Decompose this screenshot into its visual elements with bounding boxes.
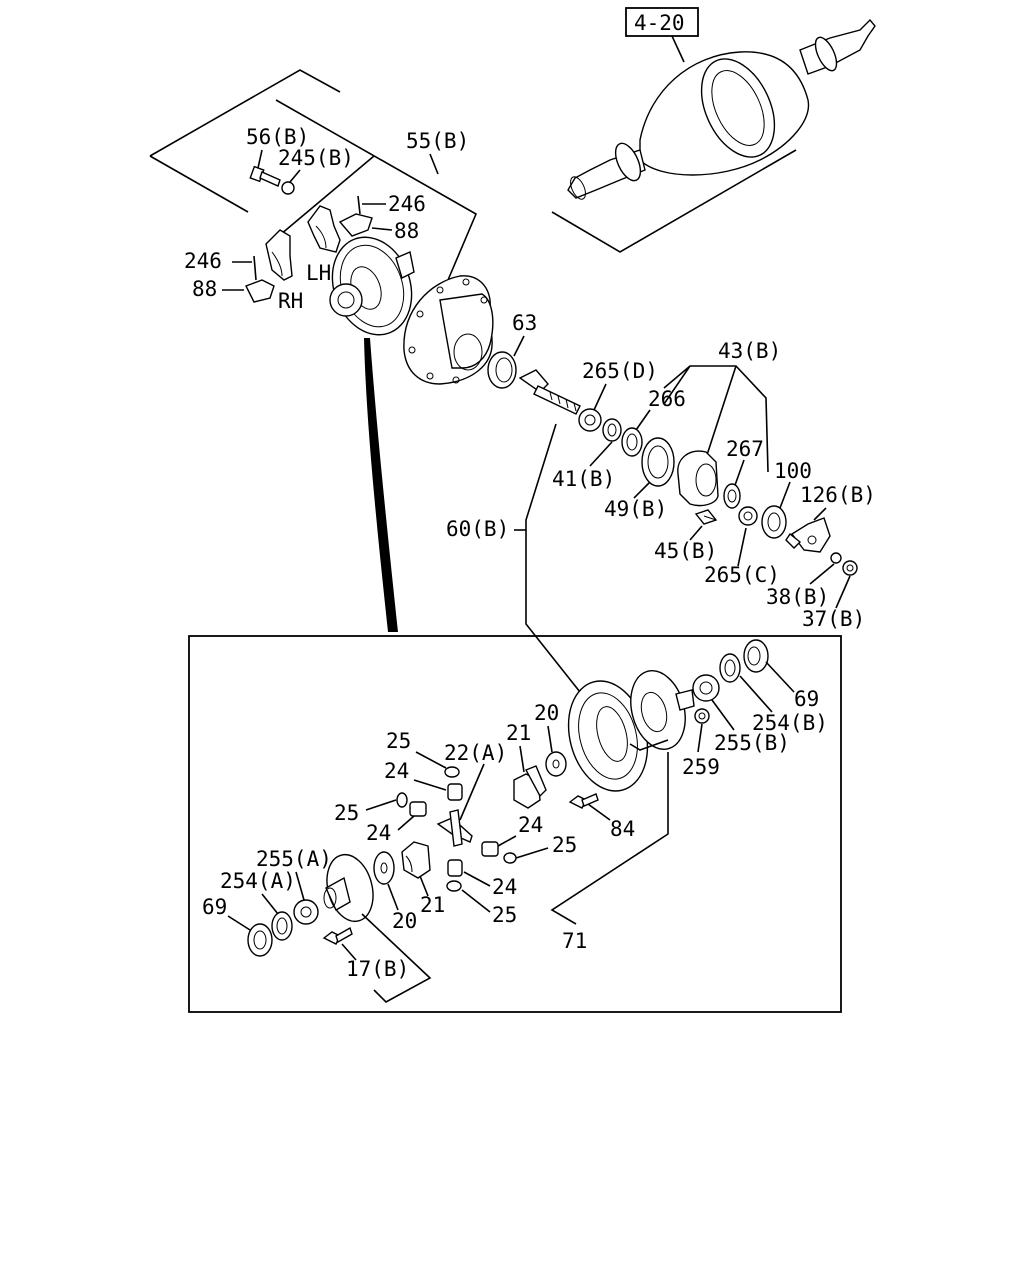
seal-267 <box>723 483 741 509</box>
callout-254B: 254(B) <box>752 711 828 735</box>
callout-265C: 265(C) <box>704 563 780 587</box>
bolt-17b <box>322 926 353 945</box>
callout-25-b: 25 <box>334 801 359 825</box>
bolt-84 <box>568 793 599 809</box>
callout-255A: 255(A) <box>256 847 332 871</box>
callout-24-d: 24 <box>492 875 517 899</box>
callout-37B: 37(B) <box>802 607 865 631</box>
bearing-63 <box>487 351 517 389</box>
callout-41B: 41(B) <box>552 467 615 491</box>
reference-box <box>625 7 699 37</box>
callout-88-lower: 88 <box>192 277 217 301</box>
callout-88-upper: 88 <box>394 219 419 243</box>
callout-24-b: 24 <box>366 821 391 845</box>
lock-nut-265d <box>578 408 602 432</box>
reference-box-label: 4-20 <box>634 11 685 35</box>
axle-housing <box>551 18 876 253</box>
bearing-69-right <box>743 639 769 673</box>
connector-band <box>364 338 398 632</box>
nut-259 <box>694 708 710 724</box>
callout-21-lower: 21 <box>420 893 445 917</box>
differential-carrier <box>403 275 494 385</box>
callout-17B: 17(B) <box>346 957 409 981</box>
bolt-56b <box>249 165 281 187</box>
callout-25-a: 25 <box>386 729 411 753</box>
callout-43B: 43(B) <box>718 339 781 363</box>
washer-25-a <box>444 766 460 778</box>
shim-49b <box>641 437 675 487</box>
callout-126B: 126(B) <box>800 483 876 507</box>
nut-37b <box>842 560 858 576</box>
callout-259: 259 <box>682 755 720 779</box>
callout-55B: 55(B) <box>406 129 469 153</box>
bearing-266 <box>621 427 643 457</box>
pinion-cage <box>677 450 719 507</box>
callout-246-lower: 246 <box>184 249 222 273</box>
pinion-gear-24-d <box>447 859 463 877</box>
bearing-100 <box>761 505 787 539</box>
callout-255B: 255(B) <box>714 731 790 755</box>
side-gear-21-lower <box>401 841 431 879</box>
pinion-gear-24-c <box>481 841 499 857</box>
callout-56B: 56(B) <box>246 125 309 149</box>
spacer-41b <box>602 418 622 442</box>
washer-25-c <box>503 852 517 864</box>
pinion-gear-24-a <box>447 783 463 801</box>
washer-25-d <box>446 880 462 892</box>
companion-flange-126b <box>785 517 831 553</box>
adjusting-nut-255b <box>692 674 720 702</box>
callout-245B: 245(B) <box>278 146 354 170</box>
callout-69-left: 69 <box>202 895 227 919</box>
differential-ring-gear-upper <box>329 236 415 336</box>
callout-246-upper: 246 <box>388 192 426 216</box>
spider-cross <box>436 809 473 847</box>
lock-nut-265c <box>738 506 758 526</box>
differential-case-left <box>323 853 374 923</box>
callout-267: 267 <box>726 437 764 461</box>
callout-100: 100 <box>774 459 812 483</box>
callout-265D: 265(D) <box>582 359 658 383</box>
callout-25-d: 25 <box>492 903 517 927</box>
adjusting-nut-255a <box>293 899 319 925</box>
side-gear-21-upper <box>513 765 547 809</box>
bolt-45b <box>694 509 718 525</box>
thrust-washer-20-upper <box>545 751 567 777</box>
side-label-lh: LH <box>306 261 331 285</box>
lock-plate-88-upper <box>338 213 373 237</box>
washer-38b <box>830 552 842 564</box>
callout-60B: 60(B) <box>446 517 509 541</box>
callout-254A: 254(A) <box>220 869 296 893</box>
differential-case-right <box>630 670 695 750</box>
side-label-rh: RH <box>278 289 303 313</box>
callout-84: 84 <box>610 817 635 841</box>
callout-71: 71 <box>562 929 587 953</box>
lock-plate-88-lower <box>245 279 275 303</box>
callout-49B: 49(B) <box>604 497 667 521</box>
drive-pinion <box>518 369 581 415</box>
callout-21-upper: 21 <box>506 721 531 745</box>
callout-45B: 45(B) <box>654 539 717 563</box>
thrust-washer-20-lower <box>373 851 395 885</box>
callout-63: 63 <box>512 311 537 335</box>
pinion-gear-24-b <box>409 801 427 817</box>
callout-266: 266 <box>648 387 686 411</box>
bearing-69-left <box>247 923 273 957</box>
callout-20-lower: 20 <box>392 909 417 933</box>
callout-69-right: 69 <box>794 687 819 711</box>
bearing-cap-lh <box>307 205 341 253</box>
callout-25-c: 25 <box>552 833 577 857</box>
callout-24-c: 24 <box>518 813 543 837</box>
washer-25-b <box>396 792 408 808</box>
callout-24-a: 24 <box>384 759 409 783</box>
differential-detail-box <box>188 635 842 1013</box>
callout-38B: 38(B) <box>766 585 829 609</box>
bearing-race-254a <box>271 911 293 941</box>
bearing-race-254b <box>719 653 741 683</box>
bearing-cap-rh <box>265 229 293 281</box>
washer-245b <box>281 181 295 195</box>
callout-20-upper: 20 <box>534 701 559 725</box>
callout-22A: 22(A) <box>444 741 507 765</box>
